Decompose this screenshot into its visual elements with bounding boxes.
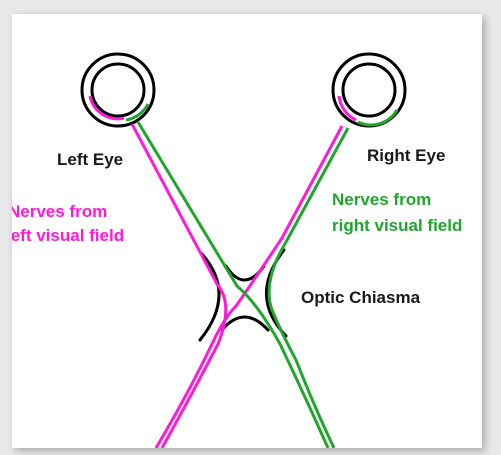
right-eye-label: Right Eye bbox=[367, 146, 445, 166]
left-nerves-line1: Nerves from bbox=[12, 202, 107, 222]
left-eye bbox=[82, 54, 154, 126]
left-nerves-line2: left visual field bbox=[12, 226, 124, 246]
diagram-frame: Left Eye Right Eye Nerves from left visu… bbox=[12, 14, 482, 448]
right-nerves-line1: Nerves from bbox=[332, 190, 431, 210]
left-eye-label: Left Eye bbox=[57, 150, 123, 170]
right-eye bbox=[333, 54, 405, 126]
right-nerves-label: Nerves from right visual field bbox=[330, 190, 468, 240]
right-nerves-line2: right visual field bbox=[332, 216, 462, 236]
left-nerves-label: Nerves from left visual field bbox=[12, 202, 212, 252]
optic-chiasma-label: Optic Chiasma bbox=[301, 288, 420, 308]
